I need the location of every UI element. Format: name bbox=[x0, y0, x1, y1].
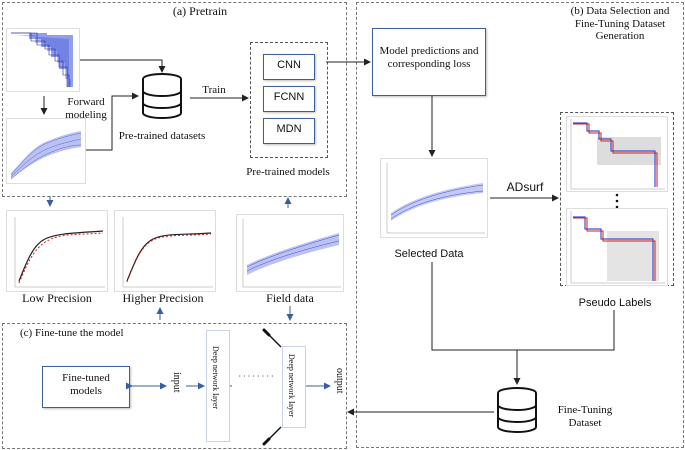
data-selection-panel bbox=[356, 2, 684, 448]
model-fcnn-label: FCNN bbox=[273, 91, 305, 103]
model-box-mdn bbox=[263, 118, 315, 144]
model-mdn-label: MDN bbox=[276, 123, 302, 135]
pretrained-datasets-database-icon bbox=[142, 73, 182, 119]
model-cnn-label: CNN bbox=[277, 59, 301, 71]
arrow-dispersion-to-datasets bbox=[86, 92, 139, 151]
output-label: output bbox=[334, 368, 345, 394]
higher-precision-plot bbox=[114, 210, 216, 292]
pseudo-label-plot-1 bbox=[566, 116, 668, 192]
higher-precision-label: Higher Precision bbox=[122, 291, 204, 305]
model-box-fcnn bbox=[263, 86, 315, 112]
forward-modeling-label: Forward modeling bbox=[56, 96, 116, 121]
dispersion-curves-plot bbox=[6, 118, 86, 184]
layer-ellipsis: · · · · · · · · bbox=[238, 372, 274, 381]
finetuned-models-line-2: models bbox=[70, 384, 102, 397]
data-selection-title-line-2: Fine-Tuning Dataset bbox=[574, 17, 666, 30]
field-data-plot bbox=[236, 214, 344, 292]
pseudo-label-plot-2 bbox=[566, 208, 668, 286]
selected-data-plot bbox=[380, 158, 488, 238]
pretrained-models-label: Pre-trained models bbox=[246, 166, 330, 178]
predictions-box-label: Model predictions and corresponding loss bbox=[374, 45, 484, 70]
input-label: input bbox=[171, 372, 182, 393]
arrow-selected-to-dataset-1 bbox=[431, 262, 521, 385]
data-selection-title-line-3: Generation bbox=[595, 30, 645, 43]
model-box-cnn bbox=[263, 54, 315, 80]
finetuning-dataset-line-1: Fine-Tuning bbox=[557, 404, 613, 416]
arrow-plot-to-datasets bbox=[80, 59, 166, 73]
predictions-line-1: Model predictions and bbox=[379, 45, 479, 57]
data-selection-title-line-1: (b) Data Selection and bbox=[570, 5, 670, 17]
pretrained-datasets-label: Pre-trained datasets bbox=[118, 130, 206, 142]
network-layer-1-label: Deep network layer bbox=[211, 346, 220, 410]
finetuning-dataset-label: Fine-Tuning Dataset bbox=[545, 404, 625, 429]
pseudo-labels-label: Pseudo Labels bbox=[578, 297, 652, 309]
field-data-label: Field data bbox=[266, 291, 314, 305]
finetuned-models-label: Fine-tuned models bbox=[42, 372, 130, 397]
predictions-line-2: corresponding loss bbox=[387, 57, 471, 70]
low-precision-label: Low Precision bbox=[22, 291, 92, 305]
network-layer-2-label: Deep network layer bbox=[287, 354, 296, 418]
pretrain-panel bbox=[2, 2, 347, 197]
selected-data-label: Selected Data bbox=[394, 248, 464, 260]
low-precision-plot bbox=[6, 210, 108, 292]
forward-models-plot bbox=[6, 28, 80, 92]
finetune-title: (c) Fine-tune the model bbox=[20, 327, 124, 339]
predictions-box bbox=[372, 28, 486, 96]
finetuned-models-box bbox=[42, 366, 130, 408]
tuning-screwdriver-icon-top bbox=[262, 328, 282, 348]
forward-modeling-line-1: Forward bbox=[67, 96, 105, 108]
pseudo-labels-ellipsis-icon bbox=[615, 193, 619, 209]
arrow-pseudo-to-dataset bbox=[517, 310, 615, 351]
finetuned-models-line-1: Fine-tuned bbox=[62, 372, 110, 384]
train-label: Train bbox=[202, 84, 226, 96]
pretrained-models-group bbox=[250, 42, 328, 158]
network-layer-1 bbox=[206, 330, 230, 442]
pretrain-title: (a) Pretrain bbox=[172, 4, 228, 18]
network-layer-2 bbox=[282, 346, 306, 428]
finetuning-dataset-line-2: Dataset bbox=[568, 416, 602, 429]
adsurf-label: ADsurf bbox=[506, 180, 544, 194]
tuning-screwdriver-icon-bottom bbox=[262, 426, 282, 446]
finetune-panel bbox=[2, 323, 347, 449]
data-selection-title: (b) Data Selection and Fine-Tuning Datas… bbox=[556, 5, 684, 43]
finetuning-dataset-database-icon bbox=[497, 387, 537, 433]
forward-modeling-line-2: modeling bbox=[65, 108, 107, 121]
